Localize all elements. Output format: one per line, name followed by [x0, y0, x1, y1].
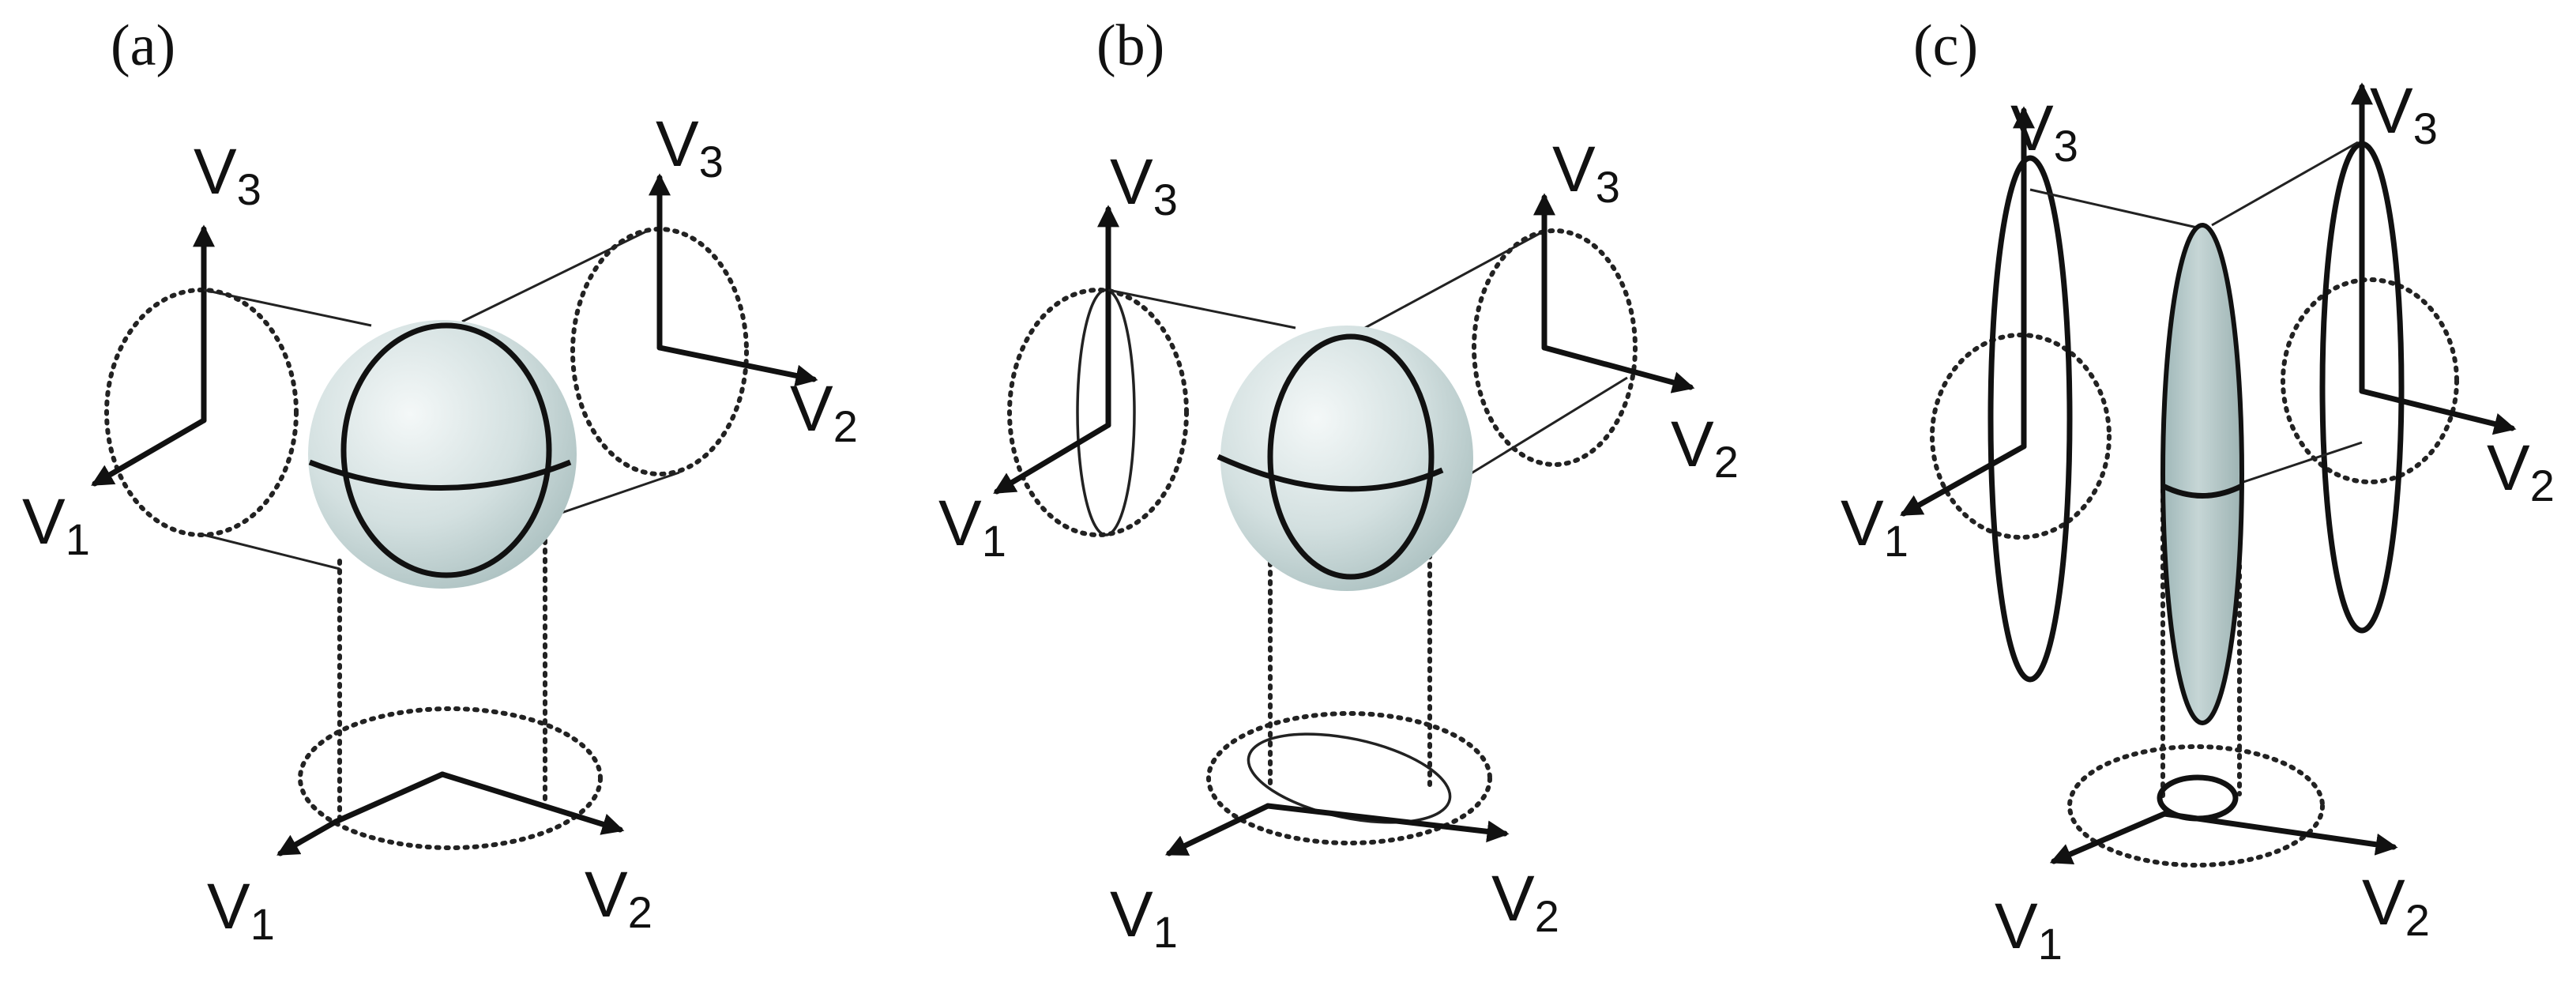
- v1-axis-bottom-c: [2049, 811, 2168, 865]
- v2-label-bottom-b: V2: [1491, 863, 1559, 941]
- projection-ellipse-bottom-b: [1247, 732, 1452, 824]
- v3-label-right-a: V3: [656, 108, 724, 186]
- v1-axis-left-b: [993, 422, 1111, 495]
- spheroid-meridian-b: [1267, 333, 1435, 580]
- panel-b: (b) V3 V1 V3 V2: [938, 13, 1739, 957]
- v2-axis-right-b: [1541, 344, 1695, 393]
- left-projection-a: V3 V1: [22, 136, 299, 564]
- v1-label-left-b: V1: [938, 487, 1006, 566]
- spheroid-body-b: [1220, 326, 1473, 591]
- panel-label-b: (b): [1096, 13, 1164, 78]
- v1-label-bottom-c: V1: [1995, 890, 2063, 969]
- v2-label-bottom-a: V2: [585, 859, 652, 937]
- v2-axis-right-c: [2359, 388, 2517, 435]
- left-projection-b: V3 V1: [938, 146, 1189, 566]
- spheroid-b: [1217, 326, 1473, 591]
- ellipsoid-c: [2160, 223, 2244, 725]
- v3-label-left-a: V3: [194, 136, 261, 214]
- v2-label-right-b: V2: [1671, 408, 1739, 487]
- projection-circle-bottom-b: [1206, 711, 1492, 845]
- v2-label-bottom-c: V2: [2362, 867, 2430, 945]
- projection-circle-left-b: [1007, 288, 1189, 537]
- left-projection-c: V3 V1: [1841, 92, 2112, 683]
- bottom-projection-c: V1 V2: [1995, 744, 2430, 969]
- bottom-projection-b: V1 V2: [1110, 711, 1559, 957]
- projection-ellipse-left-c: [1987, 155, 2073, 683]
- projection-circle-right-b: [1472, 228, 1638, 467]
- v-axis-bottom-join-a: [333, 771, 446, 825]
- projection-circle-left-c: [1930, 333, 2112, 540]
- v1-label-left-c: V1: [1841, 487, 1908, 566]
- v3-label-left-b: V3: [1110, 146, 1178, 224]
- right-projection-a: V3 V2: [570, 108, 858, 476]
- right-projection-c: V3 V2: [2281, 75, 2555, 634]
- bottom-projection-a: V1 V2: [207, 706, 652, 949]
- v3-label-left-c: V3: [2010, 92, 2078, 171]
- v3-label-right-b: V3: [1552, 134, 1620, 212]
- v1-axis-bottom-a: [276, 819, 339, 856]
- v1-axis-left-a: [91, 417, 207, 487]
- v1-label-bottom-a: V1: [207, 871, 275, 949]
- sphere-body-a: [308, 320, 577, 589]
- sphere-a: [308, 320, 577, 589]
- v3-label-right-c: V3: [2370, 75, 2438, 153]
- v2-label-right-a: V2: [790, 373, 858, 451]
- v2-axis-bottom-b: [1265, 803, 1510, 843]
- ellipsoid-equator-c: [2161, 483, 2243, 499]
- connector-lines-b: [1107, 232, 1628, 792]
- v1-axis-left-c: [1900, 443, 2027, 517]
- v2-axis-bottom-a: [439, 771, 625, 835]
- panel-label-c: (c): [1913, 13, 1978, 78]
- sphere-equator-a: [308, 459, 572, 491]
- v2-axis-right-a: [656, 344, 818, 387]
- v2-label-right-c: V2: [2487, 432, 2555, 510]
- sphere-meridian-a: [340, 322, 552, 578]
- connector-lines-a: [203, 229, 680, 828]
- projection-circle-right-c: [2281, 277, 2459, 484]
- v1-axis-bottom-b: [1164, 803, 1271, 856]
- projection-circle-bottom-c: [2067, 744, 2325, 868]
- panel-c: (c) V3 V1 V3 V2: [1841, 13, 2555, 969]
- panel-label-a: (a): [111, 13, 175, 78]
- v1-label-left-a: V1: [22, 486, 90, 564]
- right-projection-b: V3 V2: [1472, 134, 1739, 487]
- spheroid-equator-b: [1217, 454, 1444, 492]
- v1-label-bottom-b: V1: [1110, 879, 1178, 957]
- projection-circle-bottom-a: [298, 706, 603, 850]
- ellipsoid-body-c: [2160, 223, 2244, 725]
- panel-a: (a) V3 V1 V3 V2: [22, 13, 858, 949]
- v2-axis-bottom-c: [2161, 811, 2398, 856]
